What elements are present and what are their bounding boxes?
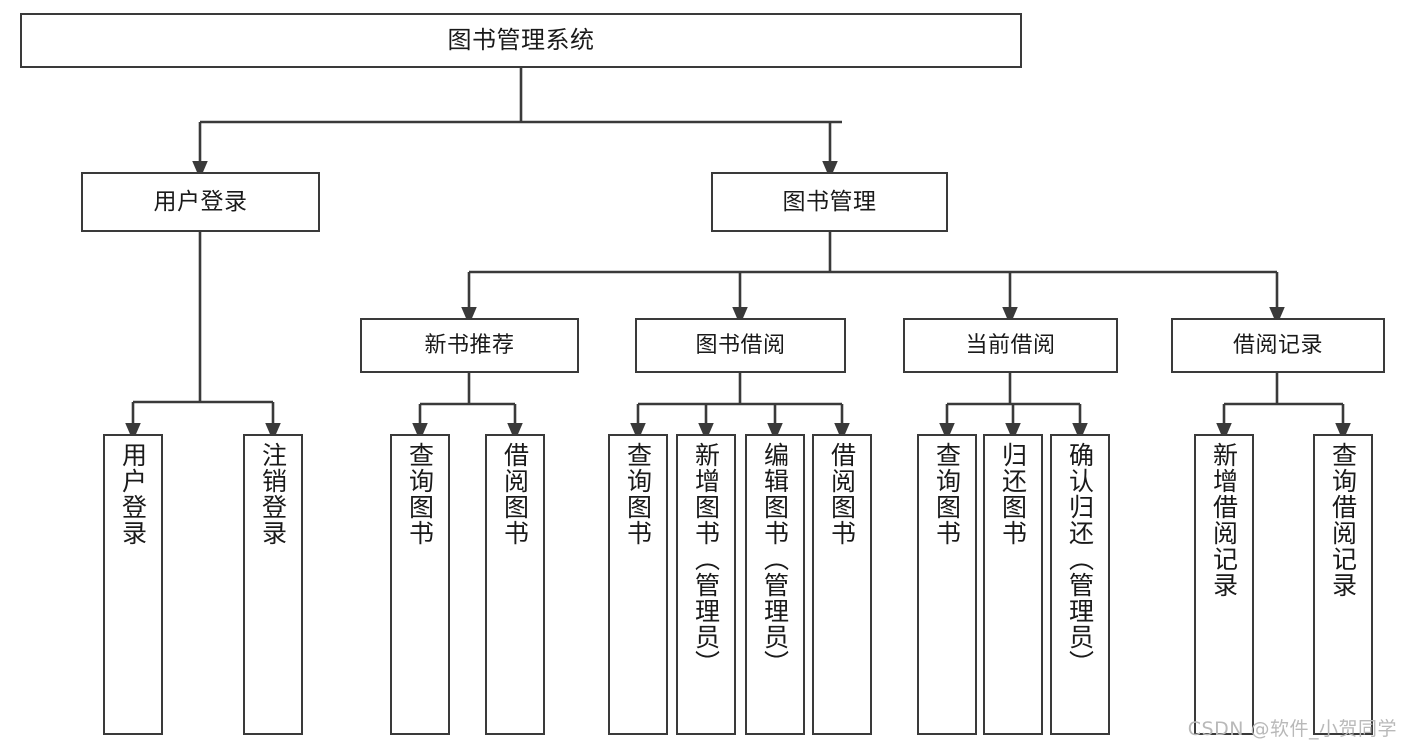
node-leaf-borrow-book-1[interactable]: 借阅图书 bbox=[485, 434, 545, 735]
node-leaf-logout[interactable]: 注销登录 bbox=[243, 434, 303, 735]
node-leaf-add-book-label: 新增图书（管理员） bbox=[691, 442, 721, 676]
node-book-manage[interactable]: 图书管理 bbox=[711, 172, 948, 232]
node-current-borrow[interactable]: 当前借阅 bbox=[903, 318, 1118, 373]
node-user-login-label: 用户登录 bbox=[153, 188, 248, 215]
node-root-label: 图书管理系统 bbox=[447, 25, 595, 54]
node-leaf-borrow-book-1-label: 借阅图书 bbox=[500, 442, 530, 546]
node-user-login[interactable]: 用户登录 bbox=[81, 172, 320, 232]
node-root[interactable]: 图书管理系统 bbox=[20, 13, 1022, 68]
node-leaf-query-book-2[interactable]: 查询图书 bbox=[608, 434, 668, 735]
node-borrow-record-label: 借阅记录 bbox=[1232, 332, 1323, 358]
node-leaf-user-login-label: 用户登录 bbox=[118, 442, 148, 546]
node-leaf-query-record[interactable]: 查询借阅记录 bbox=[1313, 434, 1373, 735]
node-leaf-borrow-book-2-label: 借阅图书 bbox=[827, 442, 857, 546]
node-leaf-query-book-1-label: 查询图书 bbox=[405, 442, 435, 546]
node-book-borrow[interactable]: 图书借阅 bbox=[635, 318, 846, 373]
node-leaf-borrow-book-2[interactable]: 借阅图书 bbox=[812, 434, 872, 735]
node-leaf-query-book-1[interactable]: 查询图书 bbox=[390, 434, 450, 735]
node-leaf-user-login[interactable]: 用户登录 bbox=[103, 434, 163, 735]
node-borrow-record[interactable]: 借阅记录 bbox=[1171, 318, 1385, 373]
node-leaf-query-book-3[interactable]: 查询图书 bbox=[917, 434, 977, 735]
node-leaf-return-book-label: 归还图书 bbox=[998, 442, 1028, 546]
node-leaf-return-book[interactable]: 归还图书 bbox=[983, 434, 1043, 735]
node-book-borrow-label: 图书借阅 bbox=[695, 332, 786, 358]
node-leaf-logout-label: 注销登录 bbox=[258, 442, 288, 546]
node-book-manage-label: 图书管理 bbox=[782, 188, 877, 215]
node-leaf-add-record[interactable]: 新增借阅记录 bbox=[1194, 434, 1254, 735]
node-leaf-edit-book-label: 编辑图书（管理员） bbox=[760, 442, 790, 676]
node-leaf-query-record-label: 查询借阅记录 bbox=[1328, 442, 1358, 598]
node-current-borrow-label: 当前借阅 bbox=[965, 332, 1056, 358]
watermark: CSDN @软件_小贺同学 bbox=[1187, 718, 1397, 740]
node-leaf-query-book-2-label: 查询图书 bbox=[623, 442, 653, 546]
node-leaf-add-record-label: 新增借阅记录 bbox=[1209, 442, 1239, 598]
node-new-book-recommend[interactable]: 新书推荐 bbox=[360, 318, 579, 373]
node-leaf-confirm-return-label: 确认归还（管理员） bbox=[1065, 442, 1095, 676]
node-leaf-add-book[interactable]: 新增图书（管理员） bbox=[676, 434, 736, 735]
node-leaf-query-book-3-label: 查询图书 bbox=[932, 442, 962, 546]
node-leaf-edit-book[interactable]: 编辑图书（管理员） bbox=[745, 434, 805, 735]
node-new-book-recommend-label: 新书推荐 bbox=[424, 332, 515, 358]
node-leaf-confirm-return[interactable]: 确认归还（管理员） bbox=[1050, 434, 1110, 735]
